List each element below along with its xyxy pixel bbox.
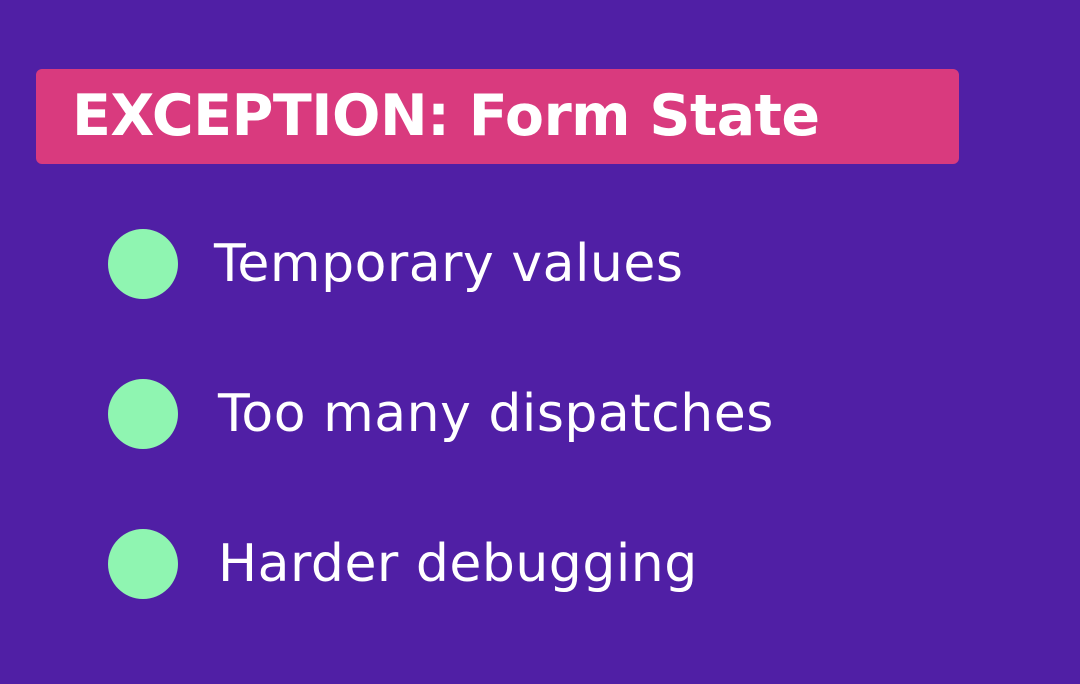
bullet-item: Harder debugging <box>108 527 808 601</box>
bullet-label: Too many dispatches <box>218 384 774 444</box>
bullet-label: Temporary values <box>214 234 684 294</box>
bullet-item: Temporary values <box>108 227 808 301</box>
bullet-item: Too many dispatches <box>108 377 808 451</box>
circle-bullet-icon <box>108 529 178 599</box>
circle-bullet-icon <box>108 229 178 299</box>
slide-title: EXCEPTION: Form State <box>72 83 820 149</box>
circle-bullet-icon <box>108 379 178 449</box>
title-banner: EXCEPTION: Form State <box>36 69 959 164</box>
bullet-label: Harder debugging <box>218 534 698 594</box>
